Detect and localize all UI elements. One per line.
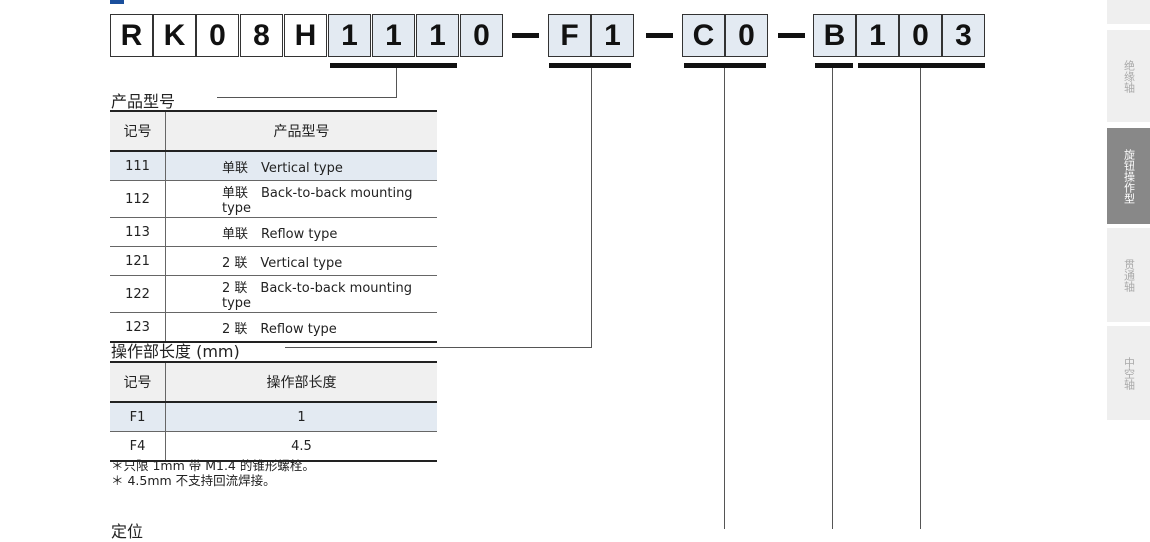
cell-code: 122	[110, 275, 166, 313]
cell-code: 123	[110, 312, 166, 343]
notes: ＊只限 1mm 带 M1.4 的锥形螺栓。 ＊ 4.5mm 不支持回流焊接。	[111, 458, 315, 488]
dash	[512, 33, 539, 38]
code-char-box: 3	[942, 14, 985, 57]
cell-code: 111	[110, 151, 166, 181]
leader-line	[396, 68, 397, 98]
code-char-box: F	[548, 14, 591, 57]
leader-line	[285, 347, 592, 348]
section-title-product-type: 产品型号	[111, 92, 176, 111]
cell-value: 4.5	[165, 431, 437, 462]
code-char-box: K	[153, 14, 196, 57]
cell-value: 1	[165, 402, 437, 432]
cell-code: F4	[110, 431, 166, 462]
underline-length	[549, 63, 631, 68]
underline-c0	[684, 63, 766, 68]
cell-value: 单联 Reflow type	[165, 217, 437, 247]
cell-code: 121	[110, 246, 166, 276]
sidebar-tab[interactable]: 贯通轴	[1107, 228, 1150, 322]
leader-line	[724, 68, 725, 529]
cell-code: F1	[110, 402, 166, 432]
code-char-box: 1	[416, 14, 459, 57]
code-char-box: R	[110, 14, 153, 57]
code-char-box: B	[813, 14, 856, 57]
col-header: 记号	[110, 110, 166, 152]
note: ＊只限 1mm 带 M1.4 的锥形螺栓。	[111, 458, 315, 473]
sidebar-tab[interactable]	[1107, 0, 1150, 24]
code-char-box: 0	[725, 14, 768, 57]
code-char-box: 0	[899, 14, 942, 57]
header-marker	[110, 0, 124, 4]
dash	[646, 33, 673, 38]
leader-line	[832, 68, 833, 529]
code-char-box: 0	[196, 14, 239, 57]
note: ＊ 4.5mm 不支持回流焊接。	[111, 473, 276, 488]
code-char-box: H	[284, 14, 327, 57]
code-char-box: C	[682, 14, 725, 57]
code-char-box: 1	[856, 14, 899, 57]
cell-value: 2 联 Back-to-back mounting type	[165, 275, 437, 313]
leader-line	[591, 68, 592, 348]
sidebar-tab[interactable]: 中空轴	[1107, 326, 1150, 420]
dash	[778, 33, 805, 38]
col-header: 操作部长度	[165, 361, 437, 403]
section-title-positioning: 定位	[111, 522, 144, 541]
code-char-box: 1	[328, 14, 371, 57]
underline-product-type	[330, 63, 457, 68]
code-char-box: 1	[372, 14, 415, 57]
code-char-box: 0	[460, 14, 503, 57]
cell-value: 单联 Back-to-back mounting type	[165, 180, 437, 218]
sidebar-tab[interactable]: 绝缘轴	[1107, 30, 1150, 122]
leader-line	[217, 97, 397, 98]
col-header: 产品型号	[165, 110, 437, 152]
section-title-length: 操作部长度 (mm)	[111, 342, 240, 361]
underline-103	[858, 63, 985, 68]
cell-code: 113	[110, 217, 166, 247]
sidebar-tab[interactable]: 旋钮操作型	[1107, 128, 1150, 224]
cell-value: 2 联 Vertical type	[165, 246, 437, 276]
col-header: 记号	[110, 361, 166, 403]
leader-line	[920, 68, 921, 529]
code-char-box: 1	[591, 14, 634, 57]
cell-code: 112	[110, 180, 166, 218]
underline-b	[815, 63, 853, 68]
cell-value: 2 联 Reflow type	[165, 312, 437, 343]
code-char-box: 8	[240, 14, 283, 57]
cell-value: 单联 Vertical type	[165, 151, 437, 181]
